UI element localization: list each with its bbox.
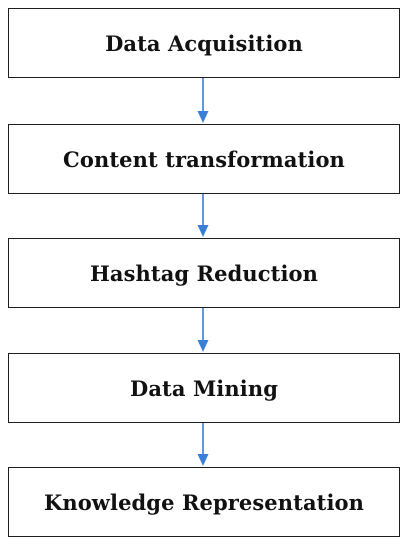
step-knowledge-representation: Knowledge Representation: [8, 467, 400, 537]
step-label: Data Acquisition: [105, 30, 303, 56]
down-arrow-icon: [196, 423, 210, 467]
step-data-mining: Data Mining: [8, 353, 400, 423]
down-arrow-icon: [196, 78, 210, 124]
down-arrow-icon: [196, 308, 210, 353]
step-hashtag-reduction: Hashtag Reduction: [8, 238, 400, 308]
step-label: Knowledge Representation: [43, 489, 364, 515]
step-label: Hashtag Reduction: [89, 260, 319, 286]
step-content-transformation: Content transformation: [8, 124, 400, 194]
step-data-acquisition: Data Acquisition: [8, 8, 400, 78]
step-label: Data Mining: [130, 375, 278, 401]
step-label: Content transformation: [63, 146, 345, 172]
down-arrow-icon: [196, 194, 210, 238]
